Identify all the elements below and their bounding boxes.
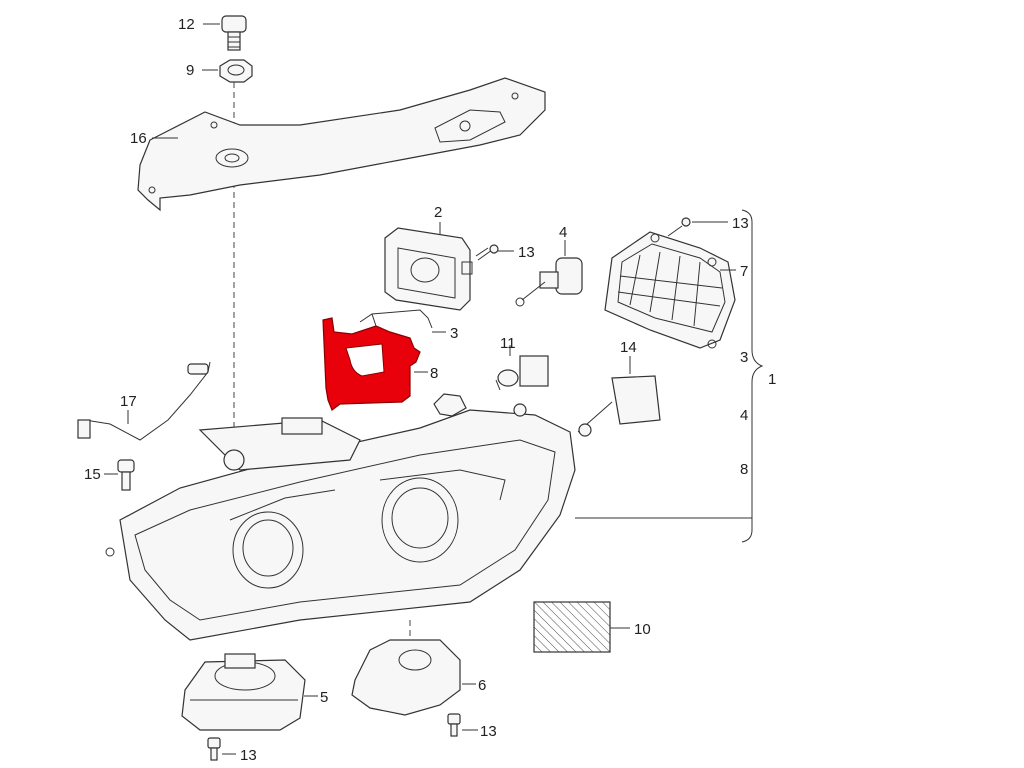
callout-10: 10 [634,621,651,638]
callout-16: 16 [130,130,147,147]
callout-17: 17 [120,393,137,410]
callout-3: 3 [450,325,458,342]
part-6-bracket [351,620,461,716]
callout-9: 9 [186,62,194,79]
callout-13-b: 13 [732,215,749,232]
callout-15: 15 [84,466,101,483]
part-8-highlighted-housing [322,317,421,411]
callout-11: 11 [500,335,516,352]
part-13-screw-a [475,244,499,261]
part-2-control-unit [384,227,473,311]
callout-4: 4 [559,224,567,241]
callout-6: 6 [478,677,486,694]
part-10-label [533,601,611,653]
callout-7: 7 [740,263,748,280]
part-12-screw [221,15,247,51]
callout-5: 5 [320,689,328,706]
assembly-label: 1 [768,371,776,388]
part-13-screw-c [207,737,221,761]
assembly-item-0: 3 [740,349,748,366]
part-11-bulb [495,355,549,391]
assembly-item-2: 8 [740,461,748,478]
callout-12: 12 [178,16,195,33]
part-16-bracket [137,77,546,212]
part-3-clip [359,309,433,329]
part-4-bulb [515,257,583,307]
callout-8: 8 [430,365,438,382]
callout-2: 2 [434,204,442,221]
part-13-screw-d [447,713,461,737]
headlight-housing [105,393,576,641]
part-7-cover [604,231,736,349]
callout-13-d: 13 [480,723,497,740]
assembly-bracket [575,209,764,543]
assembly-item-1: 4 [740,407,748,424]
callout-13-a: 13 [518,244,535,261]
callout-14: 14 [620,339,637,356]
part-14-xenon-bulb [577,375,661,437]
part-13-screw-b [667,217,691,237]
callout-13-c: 13 [240,747,257,764]
part-17-harness [77,361,211,441]
part-5-ballast [181,653,306,731]
part-15-screw [117,459,135,491]
part-9-nut [219,59,253,83]
